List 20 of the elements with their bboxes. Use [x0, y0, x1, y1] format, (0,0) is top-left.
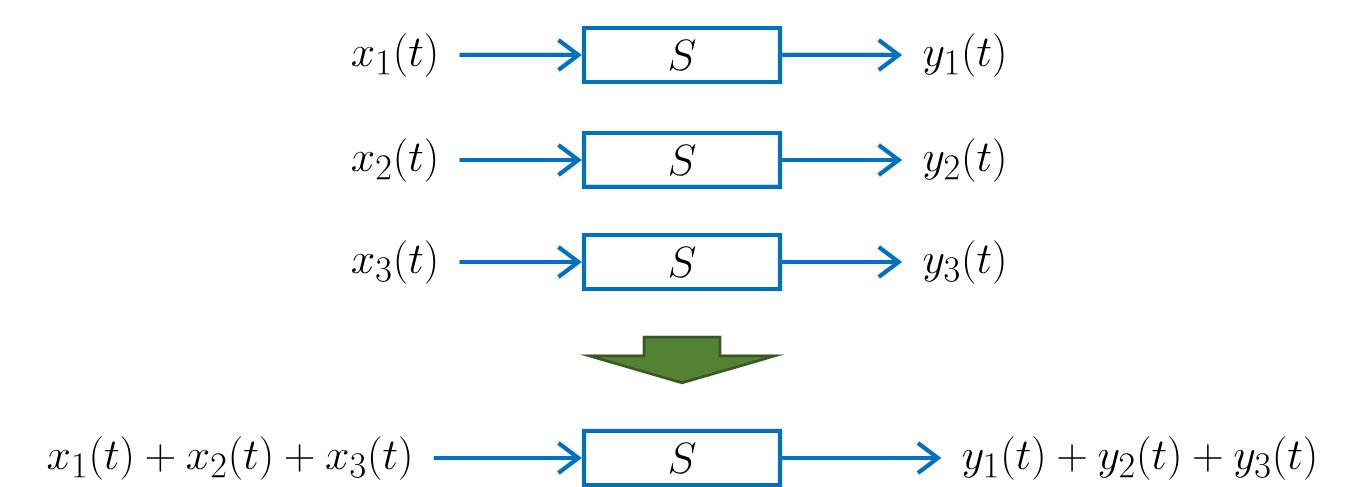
arrow	[782, 441, 942, 475]
signal-label: $y_1(t)+y_2(t)+y_3(t)$	[962, 436, 1315, 480]
signal-label: $x_3(t)$	[352, 240, 436, 284]
arrow	[782, 245, 903, 279]
arrow	[782, 143, 903, 177]
signal-label: $x_2(t)$	[352, 138, 436, 182]
arrow	[459, 143, 582, 177]
system-box: $S$	[581, 130, 783, 190]
signal-label: $y_3(t)$	[923, 240, 1004, 284]
arrow	[433, 441, 582, 475]
arrow	[782, 38, 903, 72]
arrow	[459, 245, 582, 279]
system-box: $S$	[581, 25, 783, 85]
system-box: $S$	[581, 428, 783, 487]
signal-label: $y_2(t)$	[923, 138, 1004, 182]
signal-label: $x_1(t)+x_2(t)+x_3(t)$	[47, 436, 410, 480]
system-box: $S$	[581, 232, 783, 292]
signal-label: $y_1(t)$	[923, 33, 1004, 77]
signal-label: $x_1(t)$	[352, 33, 436, 77]
arrow	[459, 38, 582, 72]
